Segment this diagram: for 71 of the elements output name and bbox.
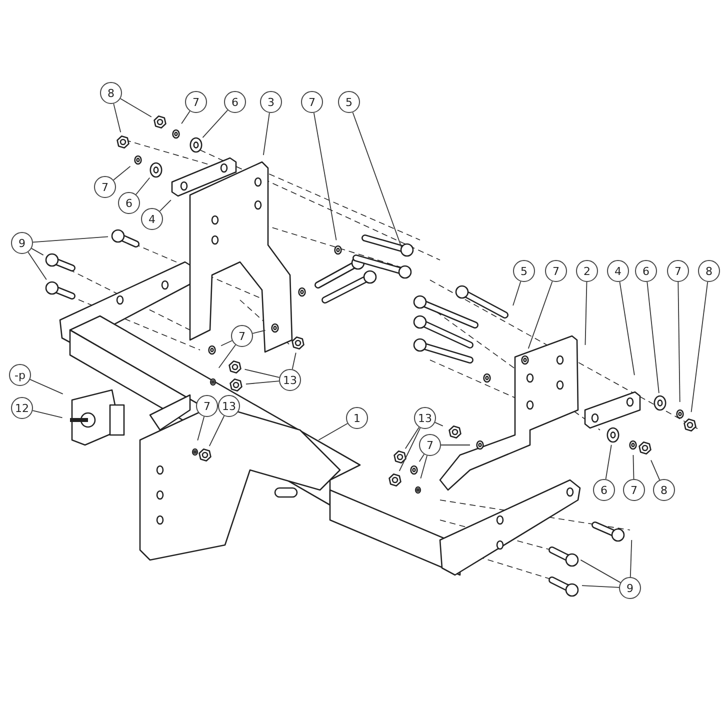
- leader-line: [528, 280, 553, 350]
- callout-number: 6: [593, 479, 615, 501]
- callout-number: 3: [260, 91, 282, 113]
- leader-line: [31, 248, 44, 256]
- leader-line: [32, 236, 108, 243]
- leader-line: [28, 252, 47, 280]
- callout-number: 13: [414, 407, 436, 429]
- callout-number: 9: [11, 232, 33, 254]
- callout-number: 8: [698, 260, 720, 282]
- callout-number: 2: [576, 260, 598, 282]
- callout-number: 9: [619, 577, 641, 599]
- leader-line: [120, 98, 152, 118]
- leader-line: [434, 422, 444, 426]
- callout-number: -p: [9, 364, 31, 386]
- leader-line: [181, 110, 190, 124]
- callout-number: 6: [635, 260, 657, 282]
- leader-line: [512, 281, 522, 306]
- leader-line: [690, 281, 708, 413]
- leader-line: [418, 454, 425, 462]
- leader-line: [584, 282, 588, 346]
- leader-line: [113, 103, 122, 133]
- callout-number: 7: [545, 260, 567, 282]
- leader-line: [136, 177, 150, 195]
- leader-line: [208, 415, 225, 446]
- callout-number: 7: [94, 176, 116, 198]
- leader-line: [32, 410, 63, 418]
- leader-line: [220, 340, 232, 346]
- leader-line: [420, 455, 428, 479]
- leader-line: [113, 166, 131, 180]
- leader-line: [440, 444, 470, 446]
- callout-number: 7: [623, 479, 645, 501]
- leader-line: [580, 560, 621, 583]
- leader-line: [292, 352, 296, 370]
- leader-line: [318, 423, 348, 440]
- leader-line: [650, 460, 660, 480]
- callout-number: 12: [11, 397, 33, 419]
- callout-number: 13: [279, 369, 301, 391]
- leader-line: [218, 344, 236, 368]
- callout-number: 8: [653, 479, 675, 501]
- leader-line: [632, 454, 634, 480]
- leader-line: [678, 282, 680, 402]
- callout-number: 4: [607, 260, 629, 282]
- leader-line: [262, 112, 270, 156]
- leader-line: [246, 380, 280, 385]
- leader-line: [605, 444, 612, 480]
- callout-number: 7: [667, 260, 689, 282]
- leader-line: [159, 200, 172, 212]
- leader-line: [313, 112, 337, 241]
- leader-line: [582, 585, 620, 588]
- callout-number: 7: [231, 325, 253, 347]
- callout-number: 7: [301, 91, 323, 113]
- leader-line: [404, 426, 420, 450]
- callout-number: 6: [118, 192, 140, 214]
- callout-number: 6: [224, 91, 246, 113]
- leader-line: [202, 110, 228, 138]
- leader-line: [646, 282, 660, 394]
- callout-number: 5: [513, 260, 535, 282]
- leader-line: [630, 540, 632, 578]
- callout-number: 5: [338, 91, 360, 113]
- leader-line: [398, 427, 421, 472]
- leader-line: [197, 416, 205, 441]
- callout-number: 8: [100, 82, 122, 104]
- leader-line: [352, 112, 402, 248]
- callout-number: 7: [185, 91, 207, 113]
- leader-line: [619, 281, 635, 376]
- callout-number: 1: [346, 407, 368, 429]
- callout-number: 4: [141, 208, 163, 230]
- leader-line: [252, 330, 266, 334]
- leader-line: [244, 368, 280, 378]
- callout-number: 7: [419, 434, 441, 456]
- leader-line: [30, 379, 64, 394]
